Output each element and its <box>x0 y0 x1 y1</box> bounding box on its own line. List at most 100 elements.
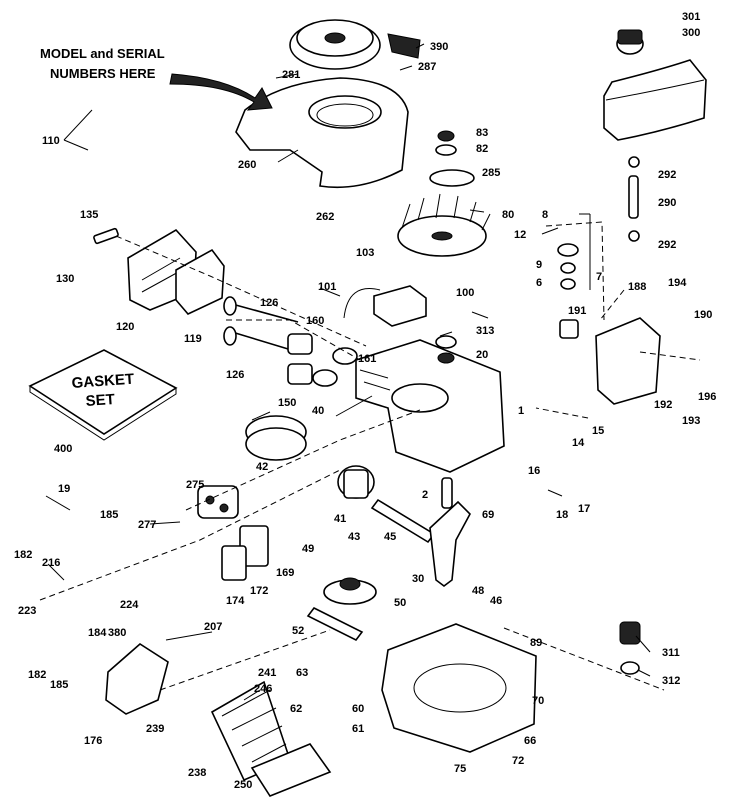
ignition-armature <box>343 285 427 327</box>
part-label-172: 172 <box>250 585 268 597</box>
governor-gear <box>306 577 377 642</box>
part-label-224: 224 <box>120 599 139 611</box>
model-note-line-2: NUMBERS HERE <box>50 66 156 81</box>
part-label-100: 100 <box>456 287 474 299</box>
part-label-239: 239 <box>146 723 164 735</box>
part-label-46: 46 <box>490 595 502 607</box>
part-label-75: 75 <box>454 763 466 775</box>
part-label-311: 311 <box>662 647 680 659</box>
part-label-262: 262 <box>316 211 334 223</box>
part-label-103: 103 <box>356 247 374 259</box>
part-label-1: 1 <box>518 405 524 417</box>
valves <box>223 296 358 387</box>
part-label-169: 169 <box>276 567 294 579</box>
part-label-150: 150 <box>278 397 296 409</box>
part-label-110: 110 <box>42 135 60 147</box>
part-label-277: 277 <box>138 519 156 531</box>
part-label-207: 207 <box>204 621 222 633</box>
part-label-161: 161 <box>358 353 376 365</box>
part-label-193: 193 <box>682 415 700 427</box>
gasket-set-line-1: GASKET <box>71 371 135 392</box>
part-label-50: 50 <box>394 597 406 609</box>
part-label-275: 275 <box>186 479 204 491</box>
part-label-223: 223 <box>18 605 36 617</box>
part-label-49: 49 <box>302 543 314 555</box>
part-label-290: 290 <box>658 197 676 209</box>
part-label-40: 40 <box>312 405 324 417</box>
part-label-182a: 182 <box>14 549 32 561</box>
breather-gaskets <box>221 525 269 581</box>
part-label-135: 135 <box>80 209 98 221</box>
piston-rings <box>245 415 375 499</box>
cylinder-block <box>355 335 505 473</box>
part-label-8a: 8 <box>542 209 548 221</box>
part-label-2: 2 <box>422 489 428 501</box>
part-label-60: 60 <box>352 703 364 715</box>
part-label-70: 70 <box>532 695 544 707</box>
pointer-arrow <box>169 73 273 111</box>
part-label-292b: 292 <box>658 239 676 251</box>
part-label-194: 194 <box>668 277 687 289</box>
part-label-17: 17 <box>578 503 590 515</box>
part-label-281: 281 <box>282 69 300 81</box>
part-label-12: 12 <box>514 229 526 241</box>
part-label-52: 52 <box>292 625 304 637</box>
part-label-15: 15 <box>592 425 604 437</box>
control-bracket <box>557 243 661 405</box>
part-label-9: 9 <box>536 259 542 271</box>
part-label-174: 174 <box>226 595 245 607</box>
model-serial-note: MODEL and SERIAL NUMBERS HERE <box>40 46 165 81</box>
model-note-line-1: MODEL and SERIAL <box>40 46 165 61</box>
part-label-192: 192 <box>654 399 672 411</box>
part-label-126b: 126 <box>226 369 244 381</box>
part-label-18: 18 <box>556 509 568 521</box>
part-label-292a: 292 <box>658 169 676 181</box>
part-label-43: 43 <box>348 531 360 543</box>
flywheel <box>397 130 491 257</box>
part-label-80: 80 <box>502 209 514 221</box>
part-label-82: 82 <box>476 143 488 155</box>
part-label-61: 61 <box>352 723 364 735</box>
part-label-300: 300 <box>682 27 700 39</box>
gasket-set-package <box>28 349 178 441</box>
part-label-120: 120 <box>116 321 134 333</box>
part-label-250: 250 <box>234 779 252 791</box>
part-label-7: 7 <box>596 271 602 283</box>
engine-sump <box>381 623 537 753</box>
part-label-188: 188 <box>628 281 646 293</box>
part-label-62: 62 <box>290 703 302 715</box>
part-label-16: 16 <box>528 465 540 477</box>
part-label-14: 14 <box>572 437 585 449</box>
part-label-182b: 182 <box>28 669 46 681</box>
part-label-72: 72 <box>512 755 524 767</box>
part-label-191: 191 <box>568 305 586 317</box>
part-label-119: 119 <box>184 333 202 345</box>
part-label-66: 66 <box>524 735 536 747</box>
part-label-69: 69 <box>482 509 494 521</box>
leader-lines <box>45 43 651 701</box>
part-label-301: 301 <box>682 11 700 23</box>
part-label-30: 30 <box>412 573 424 585</box>
part-label-126a: 126 <box>260 297 278 309</box>
part-label-6: 6 <box>536 277 542 289</box>
part-label-313: 313 <box>476 325 494 337</box>
carburetor-body <box>93 227 225 315</box>
part-label-20: 20 <box>476 349 488 361</box>
part-label-190: 190 <box>694 309 712 321</box>
part-label-83: 83 <box>476 127 488 139</box>
part-label-246: 246 <box>254 683 272 695</box>
part-label-390: 390 <box>430 41 448 53</box>
part-label-48: 48 <box>472 585 484 597</box>
part-label-287: 287 <box>418 61 436 73</box>
part-label-216: 216 <box>42 557 60 569</box>
part-label-380: 380 <box>108 627 126 639</box>
part-label-196: 196 <box>698 391 716 403</box>
crankshaft <box>370 477 471 587</box>
fuel-tank <box>603 29 707 141</box>
part-label-185: 185 <box>100 509 118 521</box>
part-label-101: 101 <box>318 281 336 293</box>
part-label-42: 42 <box>256 461 268 473</box>
part-label-41: 41 <box>334 513 346 525</box>
